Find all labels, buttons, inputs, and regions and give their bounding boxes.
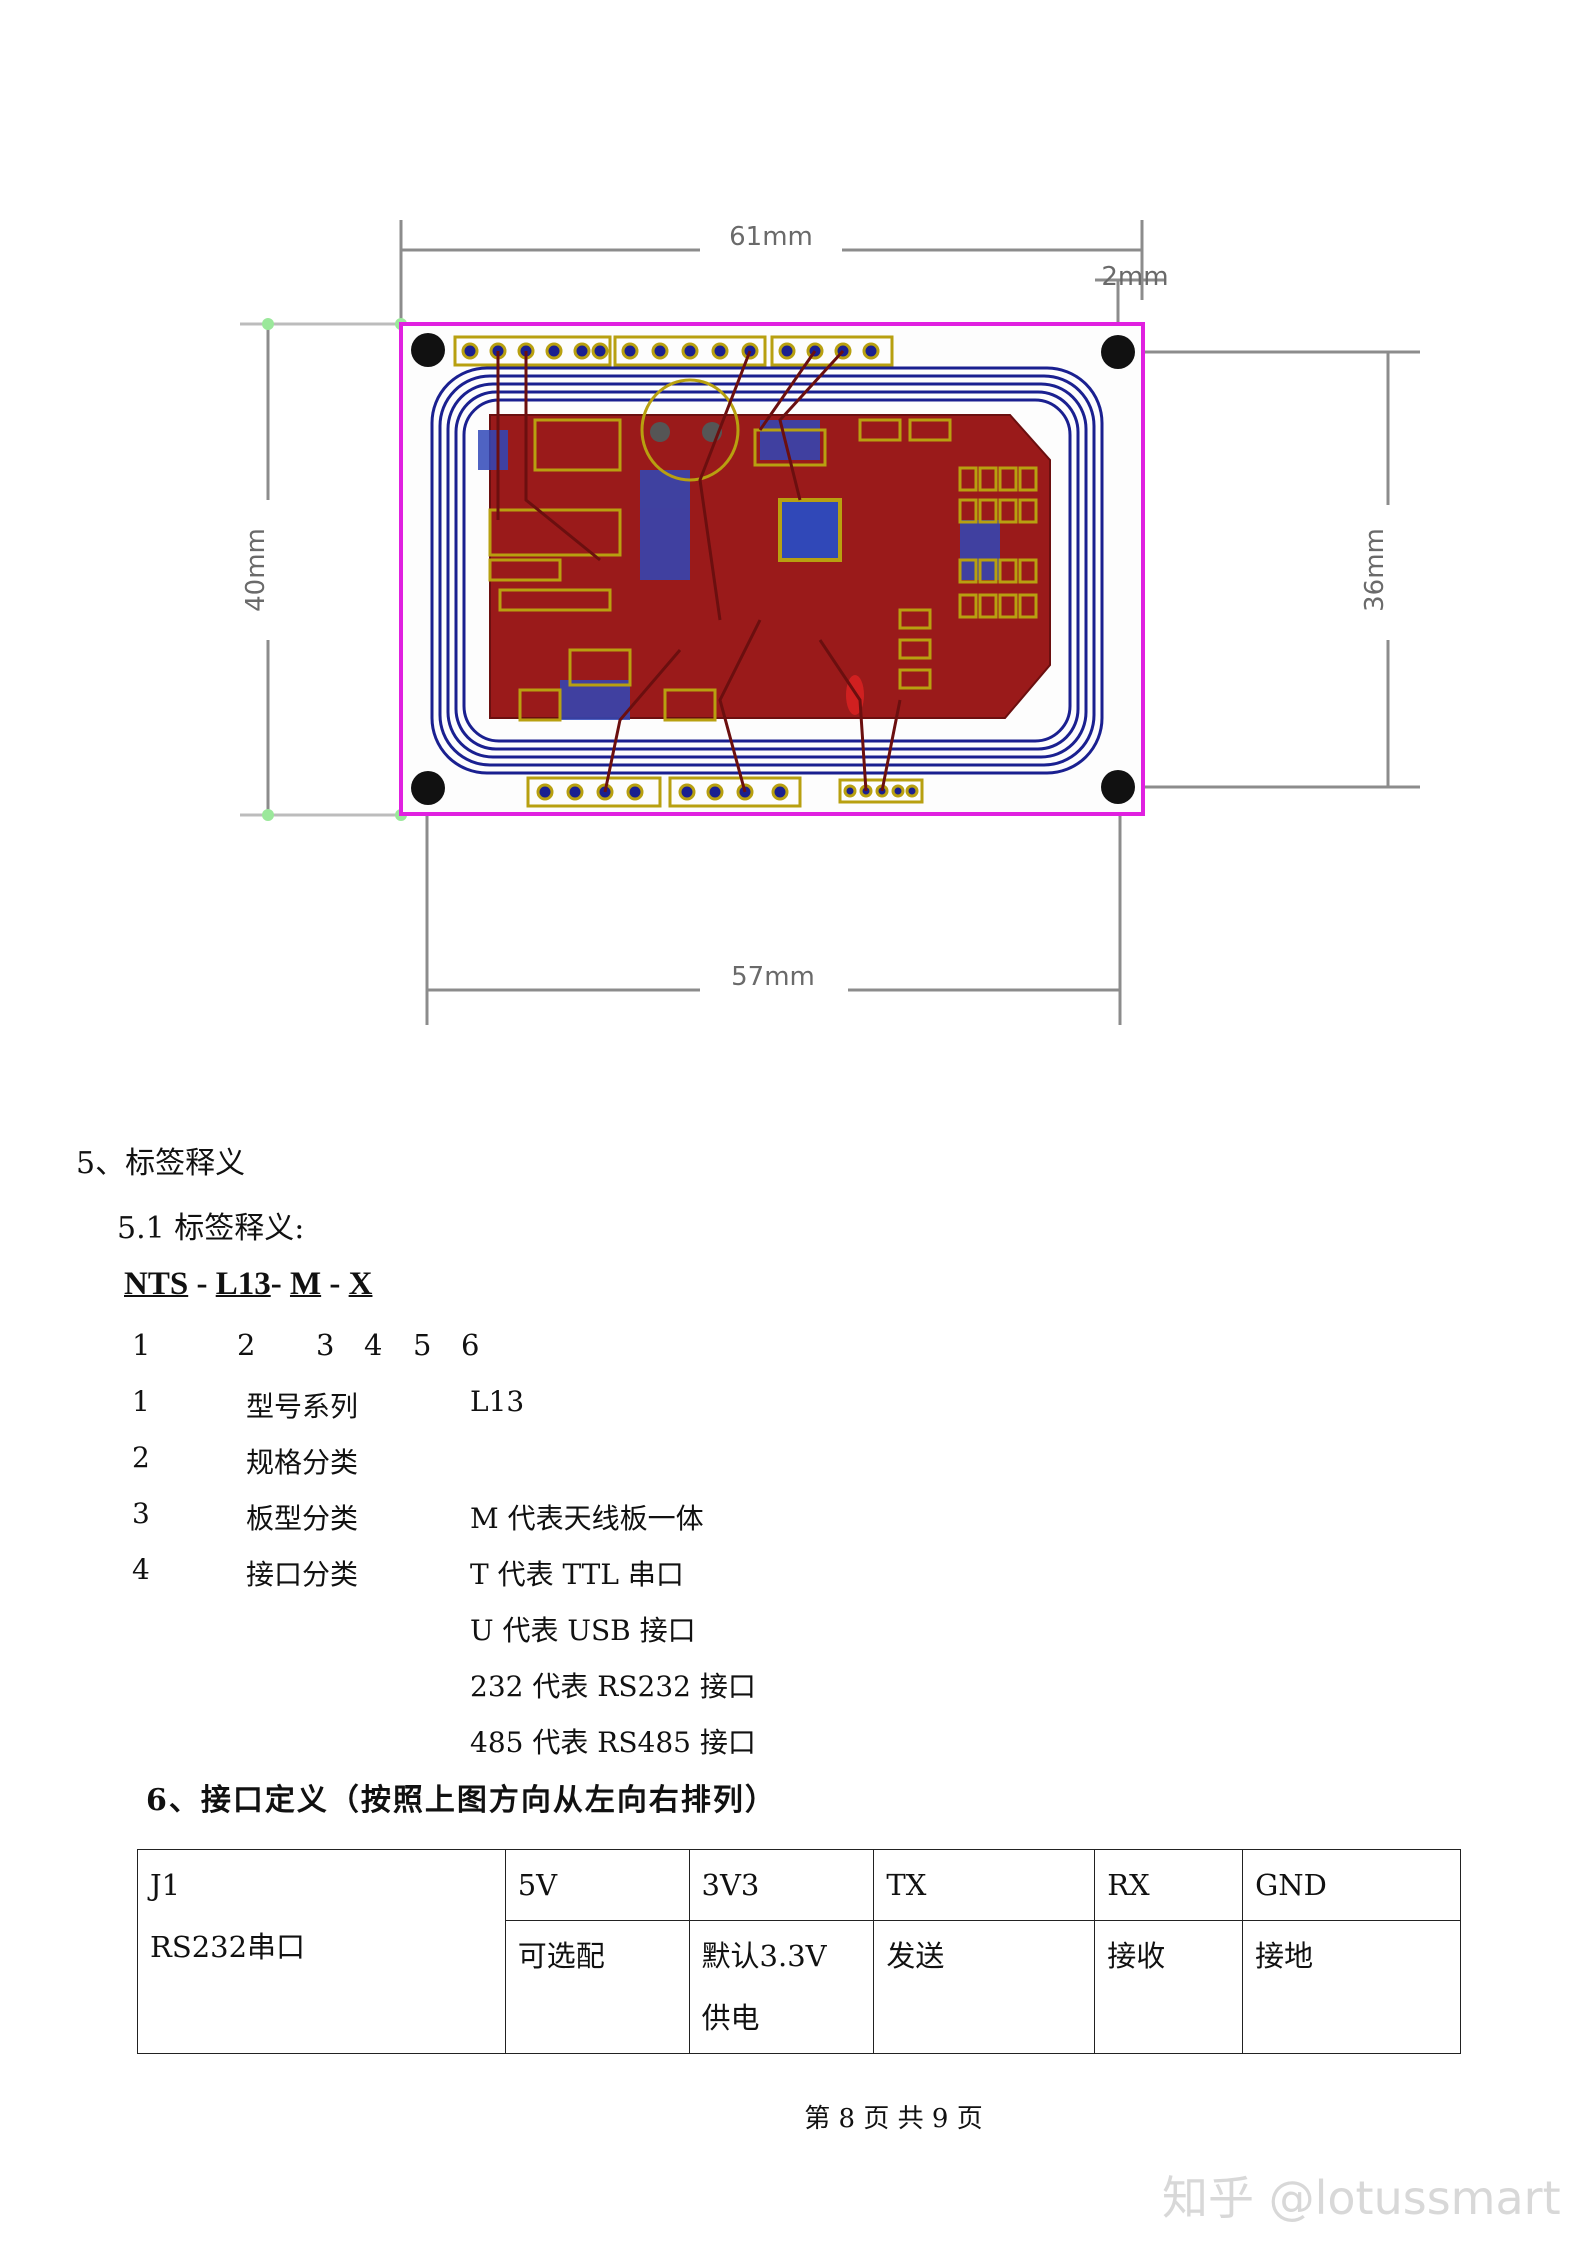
mount-hole-tl — [411, 333, 445, 367]
table-cell: 默认3.3V 供电 — [688, 1920, 875, 2054]
pos-number: 3 — [316, 1328, 335, 1362]
def-extra-desc: U 代表 USB 接口 — [470, 1614, 696, 1647]
table-header-cell: GND — [1242, 1849, 1461, 1921]
code-part-3: M — [289, 1266, 322, 1302]
pos-number: 2 — [237, 1328, 256, 1362]
def-row-num: 1 — [132, 1385, 150, 1418]
mount-hole-tr — [1101, 335, 1135, 369]
copper-pour — [489, 414, 1051, 719]
dim-bottom — [425, 790, 1122, 1025]
section5-title: 5、标签释义 — [76, 1146, 246, 1181]
def-row-name: 板型分类 — [246, 1502, 359, 1535]
watermark: 知乎 @lotussmart — [1162, 2171, 1561, 2225]
pos-number: 1 — [132, 1328, 151, 1362]
dim-right-label: 36mm — [1360, 528, 1390, 612]
table-header-cell: 3V3 — [688, 1849, 875, 1921]
dim-bottom-label: 57mm — [731, 962, 815, 992]
pos-number: 4 — [364, 1328, 383, 1362]
dim-top — [399, 220, 1165, 330]
def-row-desc: L13 — [470, 1385, 525, 1418]
def-row-name: 接口分类 — [246, 1558, 359, 1591]
table-header-cell: 5V — [504, 1849, 690, 1921]
def-row-name: 规格分类 — [246, 1446, 359, 1479]
def-extra-desc: 232 代表 RS232 接口 — [470, 1670, 756, 1703]
table-cell: 接地 — [1242, 1920, 1461, 2054]
pin-header-desc: RS232串口 — [150, 1930, 306, 1964]
mount-hole-br — [1101, 770, 1135, 804]
mount-hole-bl — [411, 771, 445, 805]
code-part-1: NTS — [124, 1266, 189, 1302]
section5-subtitle: 5.1 标签释义: — [117, 1211, 305, 1246]
def-row-desc: T 代表 TTL 串口 — [470, 1558, 684, 1591]
table-cell: 可选配 — [504, 1920, 690, 2054]
def-row-num: 3 — [132, 1497, 150, 1530]
table-row: 可选配 默认3.3V 供电 发送 接收 接地 — [138, 1920, 1461, 2054]
table-cell: 发送 — [873, 1920, 1096, 2054]
section6-title: 6、接口定义（按照上图方向从左向右排列） — [146, 1783, 777, 1818]
code-part-2: L13 — [215, 1266, 271, 1302]
pin-header-label: J1 — [150, 1868, 181, 1902]
table-header-cell: RX — [1094, 1849, 1244, 1921]
pos-number: 6 — [461, 1328, 480, 1362]
dim-right — [1120, 350, 1420, 789]
pcb-dimension-drawing: 61mm 2mm 40mm 36mm 57mm — [240, 220, 1420, 1025]
dim-top-label: 61mm — [729, 222, 813, 252]
dim-left-label: 40mm — [241, 528, 271, 612]
pos-number: 5 — [413, 1328, 432, 1362]
def-row-num: 4 — [132, 1553, 150, 1586]
dim-offset-label: 2mm — [1101, 262, 1168, 292]
table-row: J1 RS232串口 5V 3V3 TX RX GND — [137, 1849, 1461, 2054]
pcb-board — [399, 322, 1145, 816]
def-row-desc: M 代表天线板一体 — [470, 1502, 704, 1535]
def-row-name: 型号系列 — [246, 1390, 359, 1423]
model-code: NTS - L13- M - X — [124, 1266, 373, 1302]
page-footer: 第 8 页 共 9 页 — [804, 2104, 983, 2134]
def-extra-desc: 485 代表 RS485 接口 — [470, 1726, 756, 1759]
table-header-cell: TX — [873, 1849, 1096, 1921]
def-row-num: 2 — [132, 1441, 150, 1474]
antenna-coil — [430, 366, 1104, 775]
interface-table: J1 RS232串口 5V 3V3 TX RX GND 可选配 默认3.3V 供… — [137, 1849, 1461, 2054]
main-ic — [778, 498, 842, 562]
table-cell-j1: J1 RS232串口 — [137, 1849, 506, 2054]
code-part-4: X — [348, 1266, 373, 1302]
table-cell: 接收 — [1094, 1920, 1244, 2054]
